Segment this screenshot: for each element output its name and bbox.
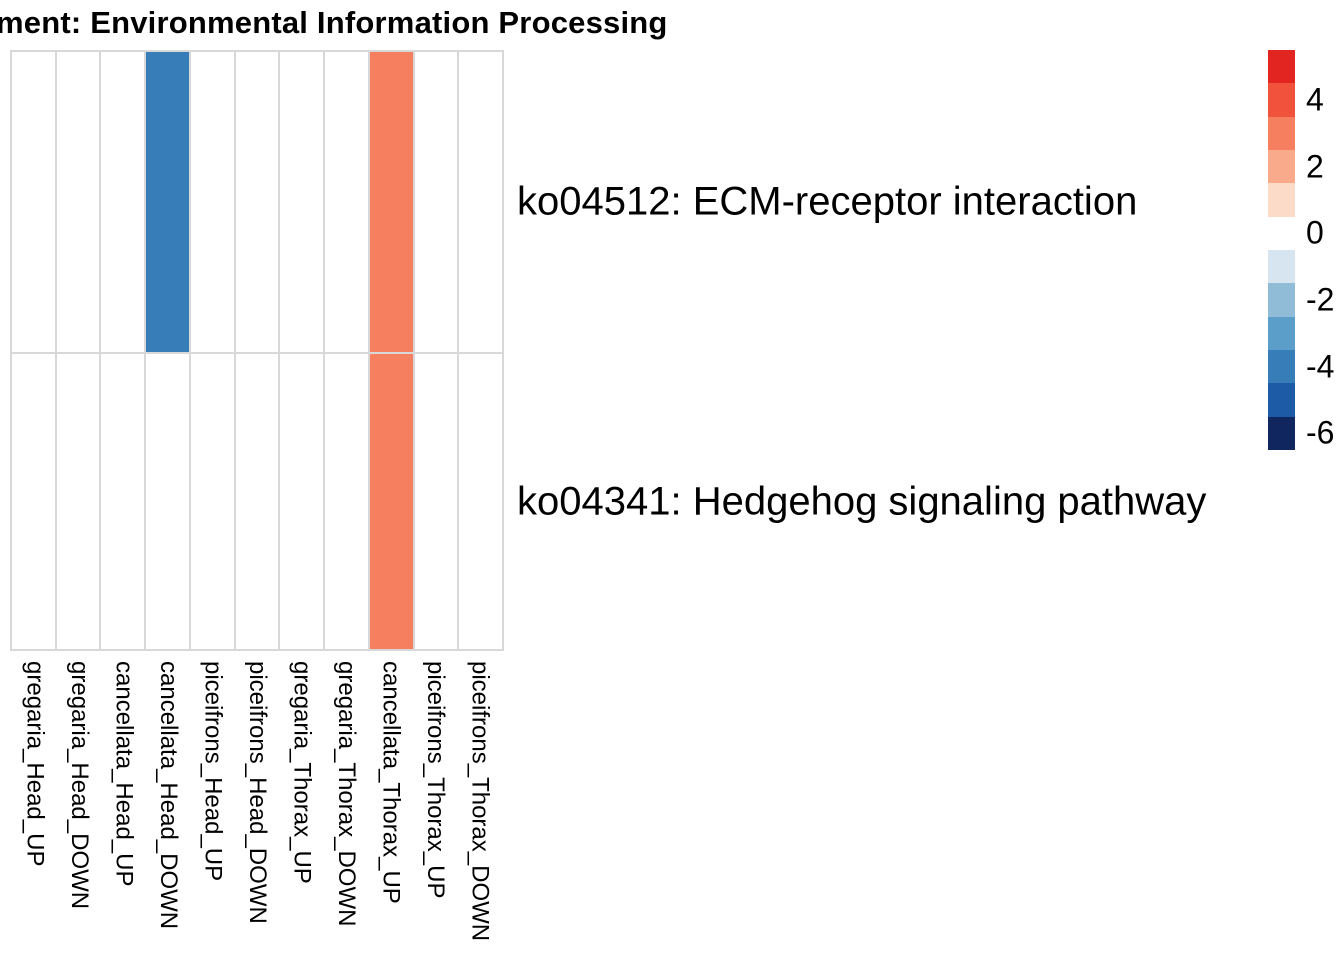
column-label: piceifrons_Thorax_DOWN	[466, 661, 494, 942]
legend-color-block	[1268, 216, 1295, 250]
column-label: gregaria_Thorax_UP	[288, 661, 316, 884]
heatmap-cell	[56, 52, 100, 352]
column-label-slot: cancellata_Head_UP	[101, 661, 146, 951]
column-label-slot: gregaria_Thorax_DOWN	[324, 661, 369, 951]
legend-tick-label: -2	[1306, 281, 1335, 318]
legend-color-block	[1268, 283, 1295, 317]
column-labels: gregaria_Head_UP gregaria_Head_DOWN cancel…	[12, 661, 502, 951]
heatmap-cell	[190, 354, 234, 649]
heatmap-cell	[369, 52, 413, 352]
column-label-slot: piceifrons_Head_UP	[190, 661, 235, 951]
legend-color-block	[1268, 116, 1295, 150]
legend-tick-label: 4	[1306, 81, 1324, 118]
legend-color-block	[1268, 316, 1295, 350]
column-label-slot: piceifrons_Thorax_DOWN	[457, 661, 502, 951]
legend-tick-label: -4	[1306, 348, 1335, 385]
chart-title: ment: Environmental Information Processi…	[0, 5, 668, 40]
heatmap-cell	[146, 354, 189, 649]
column-label: cancellata_Head_UP	[110, 661, 138, 887]
legend-tick-label: 0	[1306, 214, 1324, 251]
column-label-slot: gregaria_Thorax_UP	[279, 661, 324, 951]
heatmap-cell	[280, 354, 324, 649]
column-label-slot: piceifrons_Head_DOWN	[235, 661, 280, 951]
heatmap-cell	[235, 52, 279, 352]
legend-color-block	[1268, 149, 1295, 184]
legend-color-block	[1268, 349, 1295, 384]
heatmap-cell	[56, 354, 100, 649]
row-label-hedgehog-signaling-pathway: ko04341: Hedgehog signaling pathway	[517, 479, 1207, 524]
heatmap-cell	[325, 354, 368, 649]
heatmap-cell	[369, 354, 413, 649]
column-label-slot: gregaria_Head_UP	[12, 661, 57, 951]
column-label: cancellata_Thorax_UP	[377, 661, 405, 904]
heatmap-cell	[280, 52, 324, 352]
legend-tick-label: 2	[1306, 148, 1324, 185]
column-label: gregaria_Head_UP	[21, 661, 49, 867]
column-label: cancellata_Head_DOWN	[154, 661, 182, 930]
column-label: gregaria_Head_DOWN	[65, 661, 93, 910]
heatmap-cell	[12, 52, 55, 352]
heatmap-cell	[12, 354, 55, 649]
legend-color-block	[1268, 249, 1295, 284]
legend-tick-label: -6	[1306, 414, 1335, 451]
heatmap-cell	[459, 354, 502, 649]
heatmap-cell	[146, 52, 189, 352]
heatmap-cell	[414, 354, 458, 649]
heatmap-cell	[101, 52, 145, 352]
row-label-ecm-receptor-interaction: ko04512: ECM-receptor interaction	[517, 179, 1138, 224]
column-label: gregaria_Thorax_DOWN	[333, 661, 361, 927]
legend-color-block	[1268, 83, 1295, 117]
column-label-slot: piceifrons_Thorax_UP	[413, 661, 458, 951]
heatmap-cell	[101, 354, 145, 649]
column-label-slot: cancellata_Thorax_UP	[368, 661, 413, 951]
heatmap-cell	[325, 52, 368, 352]
legend-color-block	[1268, 50, 1295, 84]
heatmap-cell	[190, 52, 234, 352]
heatmap-cell	[459, 52, 502, 352]
legend-color-block	[1268, 416, 1295, 450]
heatmap-grid	[10, 50, 504, 651]
heatmap-cell	[414, 52, 458, 352]
column-label: piceifrons_Thorax_UP	[422, 661, 450, 899]
legend-color-block	[1268, 183, 1295, 217]
column-label: piceifrons_Head_UP	[199, 661, 227, 882]
heatmap-cell	[235, 354, 279, 649]
legend-color-block	[1268, 383, 1295, 417]
column-label-slot: gregaria_Head_DOWN	[57, 661, 102, 951]
column-label-slot: cancellata_Head_DOWN	[146, 661, 191, 951]
column-label: piceifrons_Head_DOWN	[244, 661, 271, 924]
color-scale-legend	[1268, 50, 1295, 450]
